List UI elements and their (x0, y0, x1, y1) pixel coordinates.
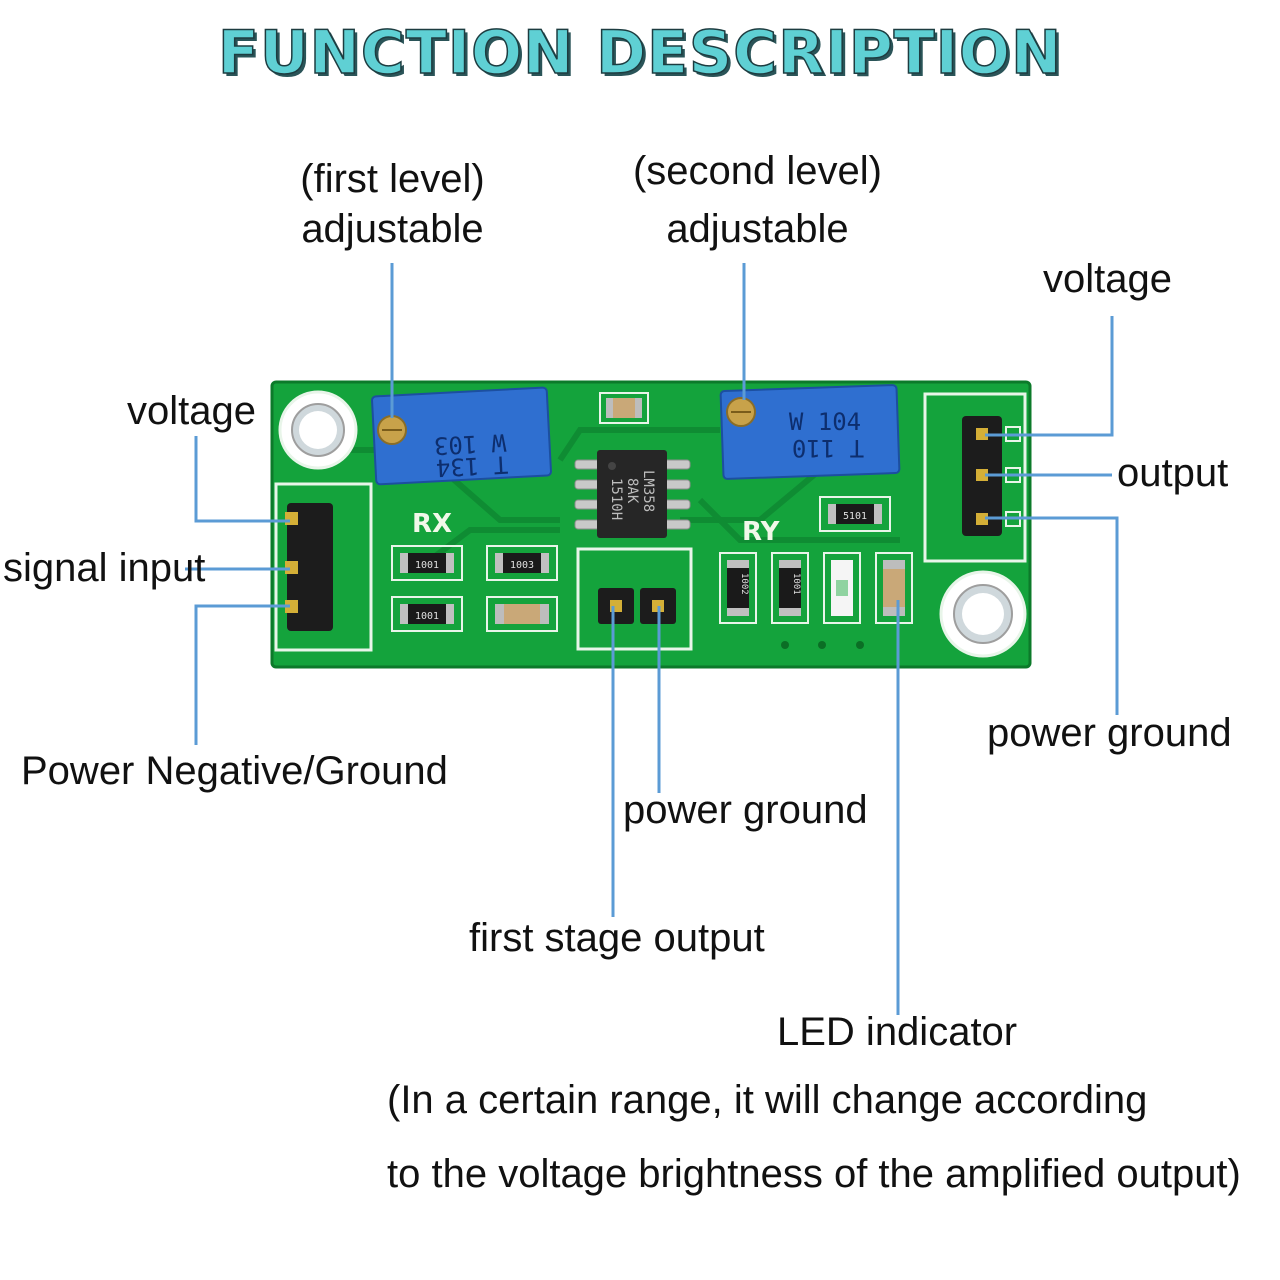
label-led-indicator: LED indicator (777, 1010, 1018, 1054)
label-power-negative-ground: Power Negative/Ground (21, 749, 448, 793)
resistor-ry-2: 1001 (771, 552, 809, 624)
resistor-rx-2: 1001 (391, 596, 463, 632)
label-power-ground-right: power ground (987, 711, 1232, 755)
label-second-level-line2: adjustable (666, 207, 849, 251)
label-voltage-left: voltage (127, 389, 256, 433)
label-power-ground-mid: power ground (623, 788, 868, 832)
label-signal-input: signal input (3, 546, 206, 590)
op-amp-chip: LM358 8AK 1510H (574, 450, 691, 538)
label-voltage-right: voltage (1043, 257, 1172, 301)
pot2-code-a: W 104 (789, 408, 861, 436)
label-first-level: (first level) adjustable (260, 156, 525, 252)
capacitor-rx (486, 596, 558, 632)
ic-marking-3: 1510H (608, 478, 624, 520)
pot1-code-b: T 134 (435, 450, 509, 482)
silk-ry: RY (742, 517, 781, 547)
label-note-line2: to the voltage brightness of the amplifi… (387, 1152, 1241, 1196)
ic-marking-2: 8AK (624, 478, 640, 504)
pot1-code-a: W 103 (433, 428, 507, 460)
capacitor-top (599, 392, 649, 424)
vias (781, 641, 864, 649)
silk-rx: RX (412, 509, 452, 539)
smd-label: 1003 (510, 560, 534, 571)
label-second-level-line1: (second level) (632, 149, 882, 193)
label-first-level-line2: adjustable (301, 207, 484, 251)
label-first-stage-output: first stage output (469, 916, 765, 960)
ic-marking: LM358 (640, 470, 656, 512)
leader-power-ground-right (985, 516, 1119, 715)
page-title: FUNCTION DESCRIPTION (217, 17, 1063, 89)
label-first-level-line1: (first level) (300, 157, 485, 201)
resistor-5101: 5101 (819, 496, 891, 532)
jumper-outline (576, 547, 693, 651)
pot2-code-b: T 110 (792, 434, 864, 462)
left-pin-header (285, 503, 333, 631)
smd-label: 1002 (739, 573, 749, 595)
right-header-outline (923, 392, 1027, 563)
resistor-ry-1: 1002 (719, 552, 757, 624)
resistor-rx-1: 1001 (391, 545, 463, 581)
resistor-rx-3: 1003 (486, 545, 558, 581)
label-note-line1: (In a certain range, it will change acco… (387, 1078, 1148, 1122)
potentiometer-second-level: W 104 T 110 (719, 384, 901, 480)
mounting-hole-right (939, 570, 1027, 658)
led-component (823, 552, 861, 624)
mounting-hole-left (278, 390, 358, 470)
leader-voltage-right (985, 316, 1114, 437)
smd-label: 1001 (415, 611, 439, 622)
smd-label: 1001 (415, 560, 439, 571)
leader-voltage-left (194, 436, 290, 523)
leader-power-negative (194, 604, 290, 745)
smd-label: 1001 (791, 573, 801, 595)
smd-label: 5101 (843, 511, 867, 522)
right-pin-header (962, 416, 1021, 536)
label-second-level: (second level) adjustable (610, 148, 905, 252)
left-header-outline (274, 482, 373, 652)
potentiometer-first-level: W 103 T 134 (371, 386, 552, 486)
label-output: output (1117, 451, 1229, 495)
